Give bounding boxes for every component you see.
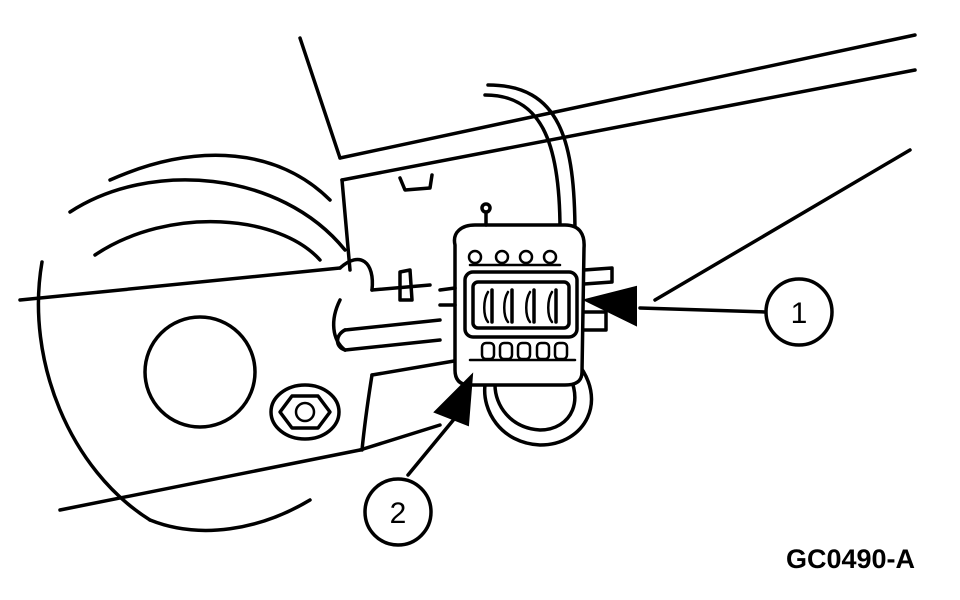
hub-circle xyxy=(143,315,257,429)
brake-rotor xyxy=(36,153,347,533)
figure-code: GC0490-A xyxy=(786,544,915,574)
callout-1-leader xyxy=(653,148,912,302)
callout-1-pointer-line xyxy=(638,306,767,314)
frame-rail-lines xyxy=(298,33,917,272)
callout-1-arrow xyxy=(582,285,637,327)
wire-harness xyxy=(482,83,594,447)
callout-2-arrow xyxy=(433,372,474,427)
callout-2: 2 xyxy=(363,477,433,547)
mounting-bolt xyxy=(269,383,341,441)
suspension-arm xyxy=(18,257,462,512)
callout-1: 1 xyxy=(764,277,834,347)
electrical-connector xyxy=(438,202,614,387)
callout-2-leader xyxy=(406,416,457,477)
callout-2-number: 2 xyxy=(390,497,407,530)
callout-1-number: 1 xyxy=(791,297,808,330)
